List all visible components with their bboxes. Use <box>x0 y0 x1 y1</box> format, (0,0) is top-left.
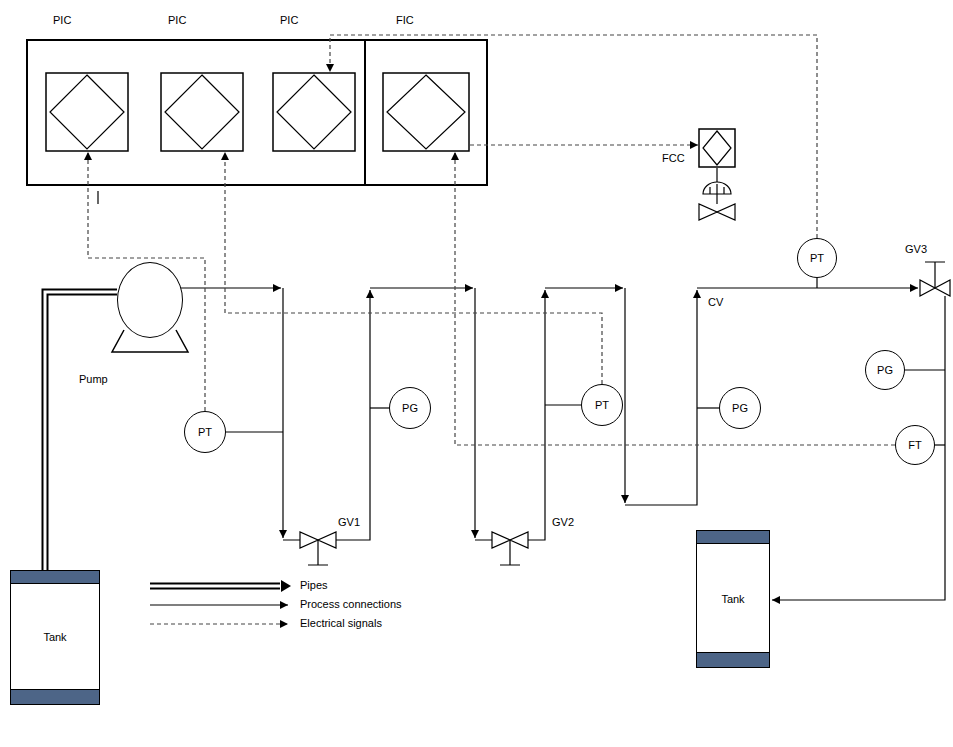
controller-symbol <box>160 72 244 152</box>
storage-tank: Tank <box>696 530 770 668</box>
pump-symbol: Pump <box>117 262 183 338</box>
controller-box: PIC <box>45 72 129 152</box>
valve-tag: GV1 <box>338 516 360 529</box>
controller-box: FCC <box>698 128 736 168</box>
instrument-bubble: PG <box>865 350 905 390</box>
node-text: PG <box>402 402 418 415</box>
valve-symbols <box>300 182 950 548</box>
instrument-bubble: PT <box>797 238 837 278</box>
storage-tank: Tank <box>10 570 100 705</box>
node-text: PT <box>595 399 609 412</box>
valve-tag: GV2 <box>552 516 574 529</box>
instrument-bubble: PT <box>581 384 623 426</box>
instrument-bubble: PG <box>389 387 431 429</box>
tank-cap <box>11 571 99 584</box>
node-text: PT <box>810 252 824 265</box>
controller-box: PIC <box>160 72 244 152</box>
instrument-bubble: PG <box>719 387 761 429</box>
node-text: PG <box>877 364 893 377</box>
instrument-bubble: FT <box>895 425 935 465</box>
valve-tag: GV3 <box>905 243 927 256</box>
controller-symbol <box>382 72 470 152</box>
node-text: PT <box>198 426 212 439</box>
signal-connector <box>225 152 602 384</box>
instrument-tag: FCC <box>662 152 685 165</box>
tick-mark <box>97 191 98 204</box>
legend-text: Process connections <box>300 598 402 611</box>
controller-symbol <box>45 72 129 152</box>
instrument-tag: FIC <box>396 14 414 27</box>
signal-connector <box>88 152 205 411</box>
node-text: FT <box>908 439 921 452</box>
legend-text: Pipes <box>300 579 328 592</box>
signal-connector <box>470 145 698 146</box>
signal-connector <box>455 152 895 445</box>
node-text: Tank <box>721 593 744 606</box>
process-lines <box>181 168 945 600</box>
legend-text: Electrical signals <box>300 617 382 630</box>
control-panel <box>27 40 487 185</box>
signal-connector <box>330 35 817 238</box>
instrument-tag: PIC <box>53 14 71 27</box>
tank-cap <box>697 652 769 667</box>
controller-symbol <box>698 128 736 168</box>
instrument-tag: PIC <box>280 14 298 27</box>
node-text: Tank <box>43 631 66 644</box>
legend-samples <box>150 580 291 624</box>
tank-cap <box>11 689 99 704</box>
controller-box: FIC <box>382 72 470 152</box>
panel-divider <box>364 40 366 185</box>
instrument-bubble: PT <box>184 411 226 453</box>
pipe-connector <box>45 292 117 570</box>
tank-cap <box>697 531 769 544</box>
controller-symbol <box>272 72 356 152</box>
valve-tag: CV <box>708 296 723 309</box>
controller-box: PIC <box>272 72 356 152</box>
instrument-tag: Pump <box>79 373 108 386</box>
node-text: PG <box>732 402 748 415</box>
instrument-tag: PIC <box>168 14 186 27</box>
